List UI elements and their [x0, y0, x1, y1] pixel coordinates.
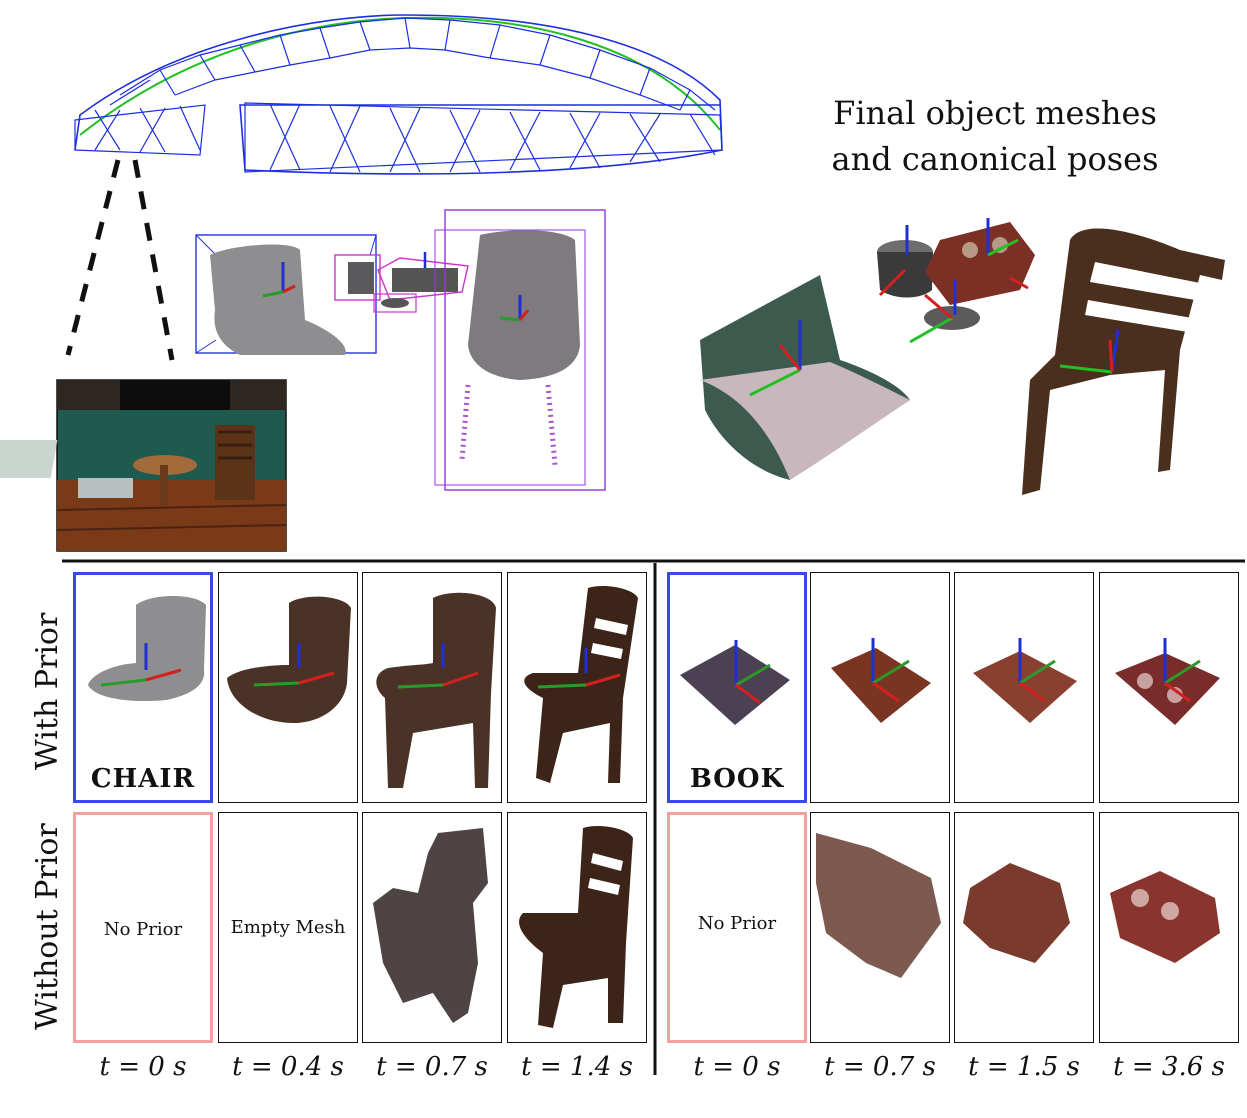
chair-time-label-1: t = 0.4 s: [232, 1052, 344, 1082]
final-object-meshes: [700, 218, 1225, 495]
chair-noprior-mesh-t2: [373, 828, 488, 1023]
chair-noprior-panel-t2: [362, 812, 502, 1043]
final-book-mesh: [925, 218, 1035, 305]
chair-bbox: [434, 209, 606, 491]
chair-prior-panel-t1: [218, 572, 358, 803]
chair-mesh-t1: [227, 596, 351, 723]
chair-time-label-3: t = 1.4 s: [521, 1052, 633, 1082]
chair-mesh-t3: [524, 586, 638, 783]
book-noprior-mesh-t3: [1110, 871, 1220, 963]
book-noprior-mesh-t1: [816, 833, 941, 978]
book-noprior-mesh-t2: [963, 863, 1070, 963]
zoom-dash-right: [132, 159, 175, 361]
book-category-label: BOOK: [689, 764, 785, 794]
book-mesh-t1: [831, 638, 931, 723]
book-prior-panel-t2: [954, 572, 1094, 803]
chair-prior-panel-t2: [362, 572, 502, 803]
book-no-prior-text: No Prior: [697, 913, 777, 934]
book-time-label-1: t = 0.7 s: [824, 1052, 936, 1082]
chair-noprior-panel-t3: [507, 812, 647, 1043]
final-meshes-title-line2: and canonical poses: [831, 140, 1159, 178]
book-prior-panel-t0: BOOK: [667, 572, 807, 803]
book-noprior-panel-t1: [810, 812, 950, 1043]
chair-prior-panel-t0: CHAIR: [73, 572, 213, 803]
chair-no-prior-text: No Prior: [103, 919, 183, 940]
chair-prior-mesh: [88, 596, 206, 702]
book-prior-panel-t3: [1099, 572, 1239, 803]
zoom-dash-left: [65, 159, 121, 356]
final-meshes-title-line1: Final object meshes: [833, 94, 1157, 132]
chair-time-label-2: t = 0.7 s: [376, 1052, 488, 1082]
laptop-bbox: [195, 234, 377, 355]
chair-noprior-panel-t0: No Prior: [73, 812, 213, 1043]
chair-mesh-t2: [376, 592, 496, 788]
frustum-wireframe: [74, 17, 723, 173]
final-laptop-mesh: [700, 275, 910, 480]
book-bbox: [377, 252, 469, 301]
row-label-without-prior: Without Prior: [30, 823, 65, 1030]
frustum-dome: [74, 14, 723, 175]
mug-bbox: [334, 254, 381, 301]
book-mesh-t2: [973, 638, 1077, 723]
mouse-bbox: [373, 293, 417, 313]
book-mesh-t3: [1115, 638, 1220, 725]
book-noprior-panel-t3: [1099, 812, 1239, 1043]
final-mug-mesh: [877, 225, 933, 298]
chair-noprior-panel-t1: Empty Mesh: [218, 812, 358, 1043]
final-chair-mesh: [1022, 228, 1225, 495]
book-noprior-panel-t2: [954, 812, 1094, 1043]
final-mouse-mesh: [909, 280, 980, 344]
book-prior-mesh: [680, 640, 790, 725]
chair-category-label: CHAIR: [90, 764, 196, 794]
object-bounding-boxes: [195, 209, 606, 491]
chair-empty-mesh-text: Empty Mesh: [230, 917, 346, 938]
camera-trajectory-diagram: [65, 14, 723, 361]
row-label-with-prior: With Prior: [30, 612, 65, 770]
book-noprior-panel-t0: No Prior: [667, 812, 807, 1043]
book-time-label-0: t = 0 s: [693, 1052, 781, 1082]
scene-render-inset: [0, 379, 287, 552]
chair-noprior-mesh-t3: [519, 826, 633, 1028]
book-time-label-3: t = 3.6 s: [1113, 1052, 1225, 1082]
chair-time-label-0: t = 0 s: [99, 1052, 187, 1082]
book-time-label-2: t = 1.5 s: [968, 1052, 1080, 1082]
book-prior-panel-t1: [810, 572, 950, 803]
chair-prior-panel-t3: [507, 572, 647, 803]
